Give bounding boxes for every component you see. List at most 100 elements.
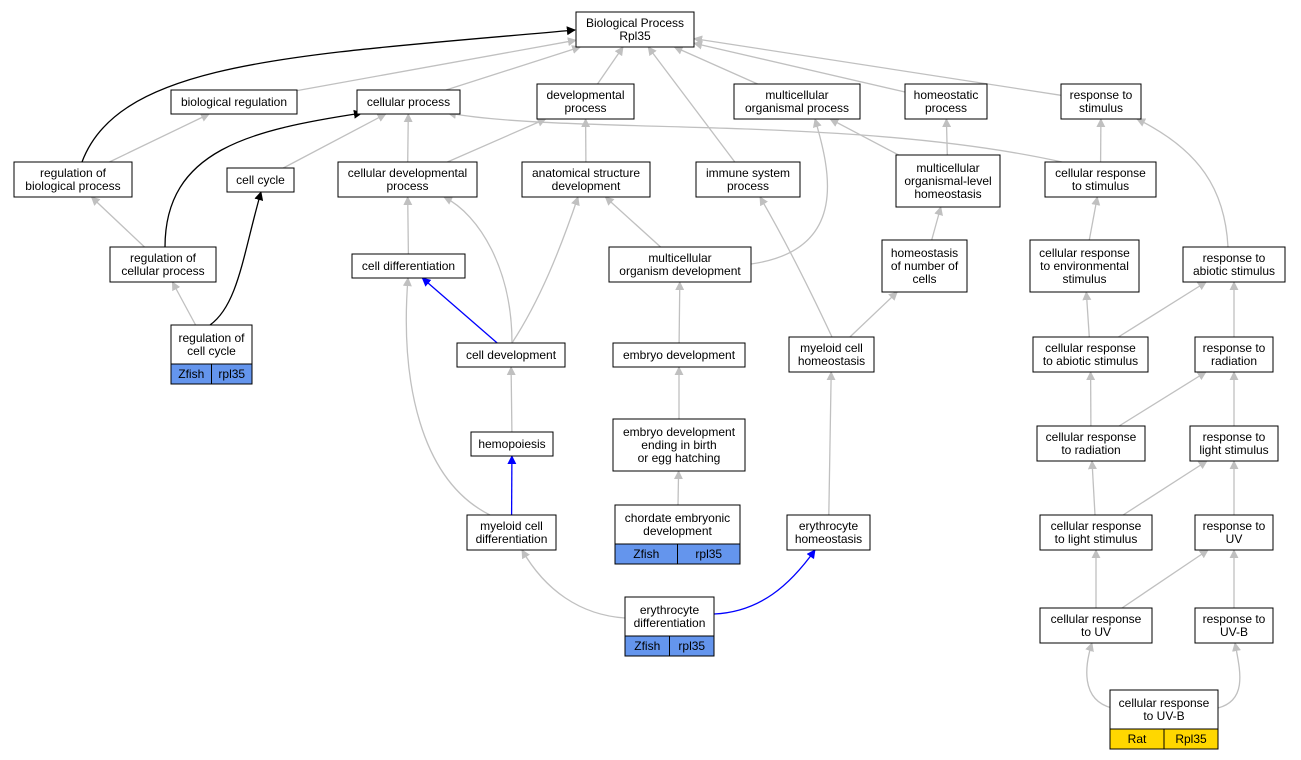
node-cellcycle[interactable]: cell cycle: [226, 167, 295, 193]
edge-multidev-to-anatdev: [604, 196, 662, 248]
node-label-line: process: [564, 101, 606, 115]
species-tag-cell: [677, 543, 741, 565]
edge-celldevproc-to-devproc: [447, 118, 547, 163]
node-label-line: cellular response: [1039, 246, 1130, 260]
node-box: [536, 83, 635, 120]
node-label-line: developmental: [546, 88, 624, 102]
node-box: [1189, 425, 1279, 462]
node-label-line: response to: [1203, 251, 1266, 265]
node-cellproc[interactable]: cellular process: [356, 89, 461, 115]
node-label-line: erythrocyte: [640, 603, 700, 617]
edge-regcc-to-cellcycle: [209, 191, 264, 326]
node-box: [470, 431, 554, 457]
node-label-line: cellular response: [1119, 696, 1210, 710]
node-box: [170, 89, 298, 115]
node-celldev[interactable]: cell development: [456, 342, 566, 368]
edge-cellrespuvb-to-cellrespuv: [1085, 642, 1113, 709]
edge-regbio-to-bioreg: [109, 113, 210, 163]
edge-erythomeo-to-myhomeo: [826, 371, 836, 516]
node-label-line: UV-B: [1220, 625, 1248, 639]
node-label-line: immune system: [706, 166, 790, 180]
gene-tag: rpl35: [678, 639, 705, 653]
edge-cellresplight-to-cellresprad: [1087, 460, 1097, 516]
node-bioreg[interactable]: biological regulation: [170, 89, 298, 115]
node-label-line: light stimulus: [1199, 443, 1268, 457]
node-label-line: myeloid cell: [800, 341, 863, 355]
edge-respstim-to-bp: [693, 35, 1062, 96]
node-celldiff[interactable]: cell differentiation: [351, 253, 466, 279]
edge-regcell-to-cellproc: [164, 109, 363, 248]
node-box: [13, 161, 133, 198]
node-label-line: homeostasis: [795, 532, 862, 546]
node-label-line: process: [727, 179, 769, 193]
node-label-line: cellular process: [367, 95, 450, 109]
edge-immune-to-bp: [647, 46, 736, 163]
species-tag: Rat: [1128, 732, 1147, 746]
node-label-line: to environmental: [1040, 259, 1129, 273]
edge-devproc-to-bp: [596, 46, 624, 85]
node-box: [1194, 514, 1274, 551]
node-label-line: differentiation: [634, 616, 706, 630]
node-box: [521, 161, 651, 198]
node-label-line: anatomical structure: [532, 166, 640, 180]
gene-tag: Rpl35: [1175, 732, 1207, 746]
edge-erydiff-to-mydiff: [521, 549, 626, 619]
node-label-line: organismal process: [745, 101, 849, 115]
node-label-line: multicellular: [916, 161, 979, 175]
node-label-line: to light stimulus: [1055, 532, 1138, 546]
edge-celldev-to-celldevproc: [443, 196, 513, 344]
node-label-line: cell cycle: [187, 344, 236, 358]
node-box: [1039, 514, 1153, 551]
node-label-line: cellular response: [1051, 519, 1142, 533]
node-label-line: differentiation: [476, 532, 548, 546]
species-tag: Zfish: [633, 547, 659, 561]
edge-myhomeo-to-immune: [759, 196, 833, 338]
node-embdev[interactable]: embryo development: [612, 342, 746, 368]
node-label-line: homeostasis: [891, 246, 958, 260]
node-label-line: process: [925, 101, 967, 115]
edge-regcell-to-regbio: [90, 196, 145, 248]
node-label-line: cells: [912, 272, 936, 286]
node-box: [1044, 161, 1157, 198]
node-box: [786, 514, 871, 551]
node-box: [608, 246, 752, 283]
node-hemo[interactable]: hemopoiesis: [470, 431, 554, 457]
edge-cellcycle-to-cellproc: [282, 113, 387, 169]
node-box: [466, 514, 557, 551]
node-box: [612, 342, 746, 368]
node-label-line: embryo development: [623, 425, 736, 439]
